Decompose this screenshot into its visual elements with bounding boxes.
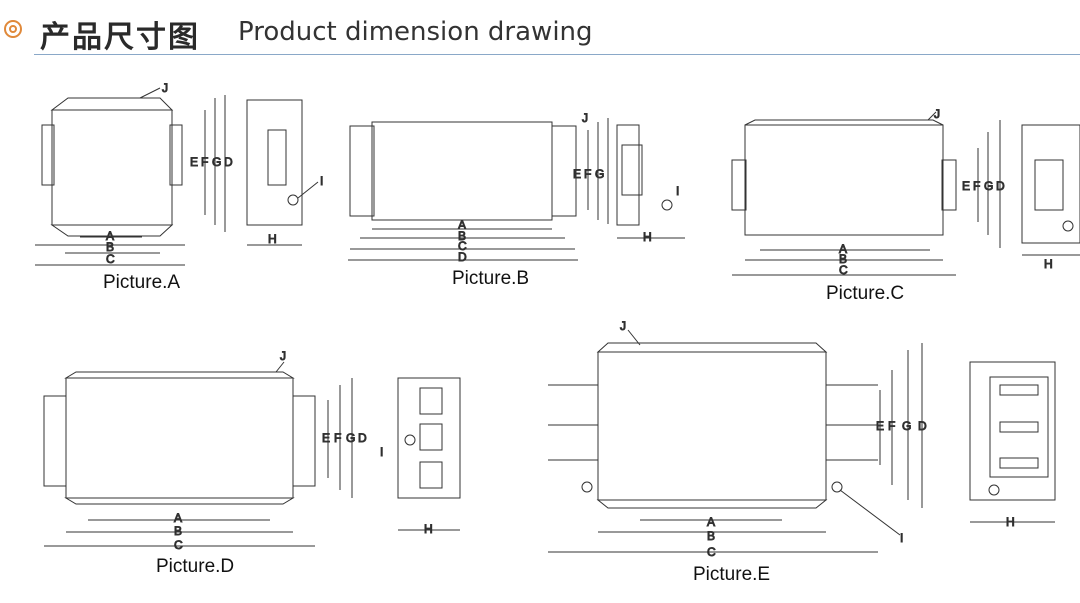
drawing-a-dim-e: E — [190, 155, 198, 169]
drawing-c-dim-f: F — [973, 179, 980, 193]
drawing-d-dim-d: D — [358, 431, 367, 445]
drawing-c-right-terminals — [941, 159, 957, 211]
drawing-a-body — [51, 109, 173, 226]
picture-d-label: Picture.D — [156, 556, 235, 577]
drawing-c-dim-c: C — [839, 263, 848, 277]
drawing-e — [548, 329, 1056, 553]
drawing-e-dim-c: C — [707, 545, 716, 559]
target-circle-icon — [4, 20, 22, 38]
drawing-e-dim-h: H — [1006, 515, 1015, 529]
drawing-e-left-stud — [581, 481, 593, 493]
drawing-d-body — [65, 377, 294, 499]
drawing-d-dim-f: F — [334, 431, 341, 445]
drawing-c-ground-stud — [1062, 220, 1074, 232]
drawing-d-side-view — [397, 377, 461, 499]
drawing-c-body — [744, 124, 944, 236]
drawing-d-ground-stud — [404, 434, 416, 446]
drawing-d-dim-j: J — [280, 349, 286, 363]
drawing-e-side-view — [969, 361, 1056, 501]
drawing-d-bottom-flange — [64, 497, 295, 505]
drawing-e-dim-g: G — [902, 419, 911, 433]
drawing-a-dim-j: J — [162, 81, 168, 95]
drawing-e-body — [597, 351, 827, 501]
drawing-a-dim-d: D — [224, 155, 233, 169]
drawing-b — [348, 118, 685, 261]
drawing-b-ground-stud — [661, 199, 673, 211]
drawing-a-dim-a: A — [106, 229, 114, 243]
drawing-d-dim-g: G — [346, 431, 355, 445]
drawing-e-ground-stud — [988, 484, 1000, 496]
drawing-b-dim-e: E — [573, 167, 581, 181]
drawing-b-dim-b: B — [458, 229, 466, 243]
drawing-a-side-view — [246, 99, 303, 226]
drawing-b-dim-i: I — [676, 184, 679, 198]
drawing-d-dim-i: I — [380, 445, 383, 459]
drawing-a — [35, 87, 319, 266]
drawing-a-ground-stud — [287, 194, 299, 206]
drawing-c-left-terminals — [731, 159, 747, 211]
drawing-a-bottom-flange — [50, 224, 174, 237]
drawing-a-dim-b: B — [106, 240, 114, 254]
drawing-c-dim-h: H — [1044, 257, 1053, 271]
drawing-e-dim-j: J — [620, 319, 626, 333]
drawing-c-dim-a: A — [839, 242, 847, 256]
drawing-b-side-view — [616, 124, 640, 226]
drawing-d-left-terminals — [43, 395, 67, 487]
drawing-b-dim-d: D — [458, 250, 467, 264]
drawing-d-dim-e: E — [322, 431, 330, 445]
picture-c-label: Picture.C — [826, 283, 905, 304]
drawing-b-right-terminals — [551, 125, 577, 217]
drawing-c-side-view — [1021, 124, 1080, 244]
picture-a-label: Picture.A — [103, 272, 181, 293]
picture-e-label: Picture.E — [693, 564, 771, 585]
drawing-d-dim-a: A — [174, 511, 182, 525]
drawing-a-dim-g: G — [212, 155, 221, 169]
drawing-d — [43, 361, 461, 547]
drawing-c-dim-g: G — [984, 179, 993, 193]
drawing-d-dim-h: H — [424, 522, 433, 536]
title-chinese: 产品尺寸图 — [40, 20, 200, 55]
drawing-e-dim-e: E — [876, 419, 884, 433]
drawing-b-left-terminals — [349, 125, 375, 217]
drawing-e-top-flange — [596, 342, 828, 353]
drawing-b-dim-f: F — [584, 167, 591, 181]
drawing-e-dim-f: F — [888, 419, 895, 433]
drawing-a-dim-i: I — [320, 174, 323, 188]
drawing-a-left-terminals — [41, 124, 55, 186]
drawing-e-right-stud — [831, 481, 843, 493]
drawing-e-dim-d: D — [918, 419, 927, 433]
drawing-c-dim-b: B — [839, 252, 847, 266]
header-divider — [34, 54, 1080, 55]
drawing-e-dim-a: A — [707, 515, 715, 529]
drawing-d-top-flange — [64, 371, 295, 379]
drawing-b-dim-g: G — [595, 167, 604, 181]
drawing-d-dim-c: C — [174, 538, 183, 552]
header: 产品尺寸图 Product dimension drawing — [0, 0, 1080, 60]
drawing-e-bottom-flange — [596, 499, 828, 509]
drawing-b-dim-h: H — [643, 230, 652, 244]
drawing-b-dim-a: A — [458, 218, 466, 232]
drawing-c-dim-d: D — [996, 179, 1005, 193]
drawing-b-body — [371, 121, 553, 221]
drawing-c-dim-j: J — [934, 107, 940, 121]
drawing-c — [731, 111, 1080, 276]
title-english: Product dimension drawing — [238, 17, 593, 47]
drawing-a-dim-c: C — [106, 252, 115, 266]
drawing-d-dim-b: B — [174, 524, 182, 538]
drawing-a-dim-h: H — [268, 232, 277, 246]
drawing-a-dim-f: F — [201, 155, 208, 169]
drawing-e-dim-i: I — [900, 531, 903, 545]
drawing-b-dim-j: J — [582, 111, 588, 125]
drawing-a-top-flange — [50, 97, 174, 111]
drawing-d-right-terminals — [292, 395, 316, 487]
drawing-e-dim-b: B — [707, 529, 715, 543]
drawing-c-dim-e: E — [962, 179, 970, 193]
drawing-a-right-terminals — [169, 124, 183, 186]
drawing-b-dim-c: C — [458, 239, 467, 253]
picture-b-label: Picture.B — [452, 268, 530, 289]
drawing-c-top-flange — [744, 119, 944, 126]
